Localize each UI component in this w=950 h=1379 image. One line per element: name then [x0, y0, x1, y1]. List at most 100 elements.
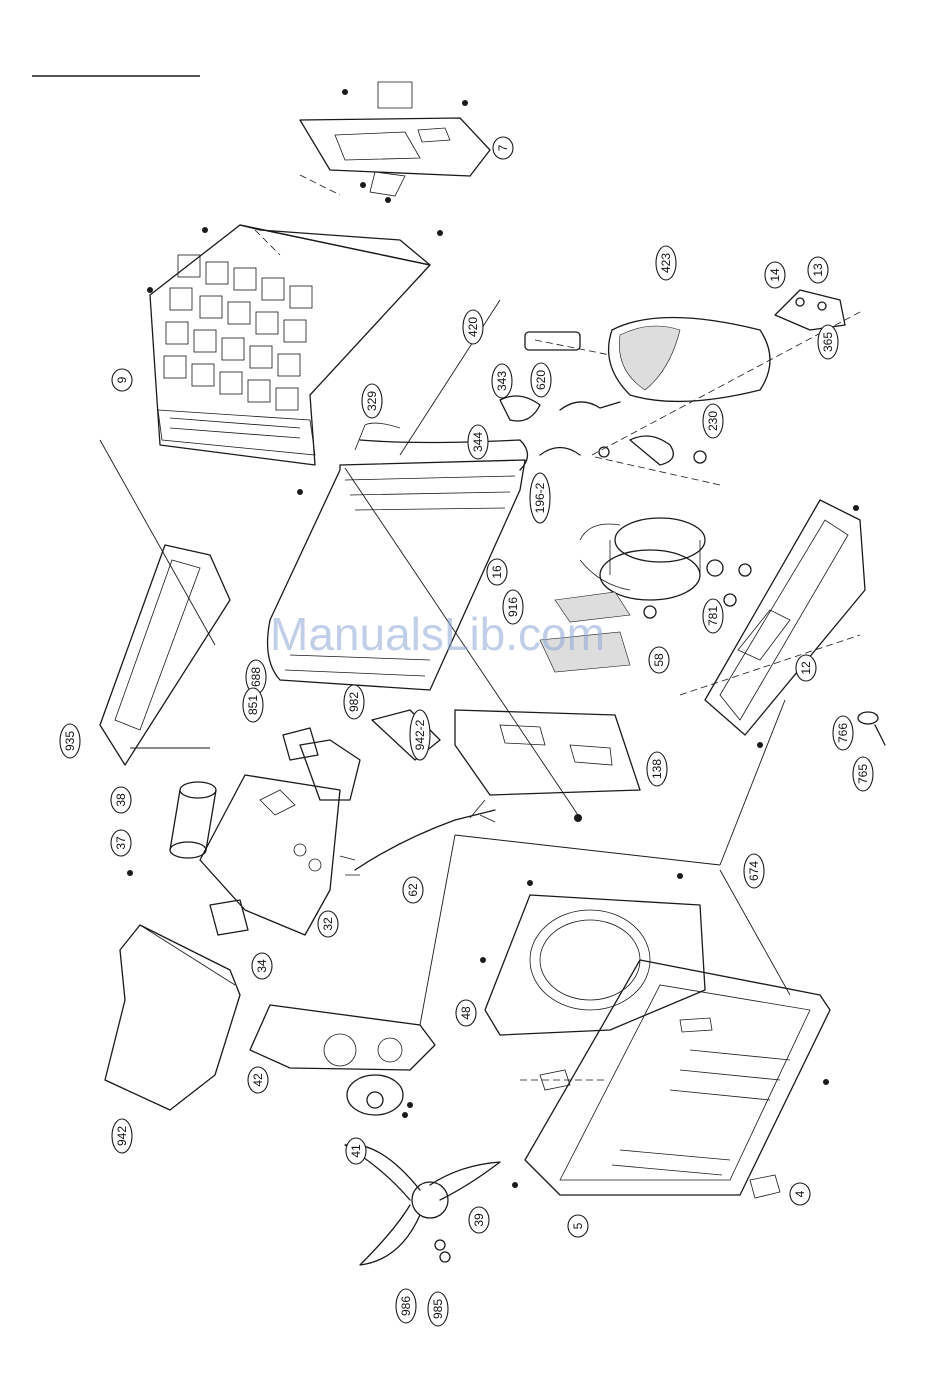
callout-765: 765: [853, 757, 873, 791]
callout-196-2: 196-2: [530, 473, 550, 523]
watermark: ManualsLib.com: [270, 608, 605, 660]
callout-label: 58: [652, 653, 666, 667]
callout-label: 423: [659, 253, 673, 273]
callout-13: 13: [808, 257, 828, 283]
callout-label: 935: [63, 731, 77, 751]
part-capacitor: [170, 782, 216, 858]
callout-7: 7: [493, 137, 513, 159]
callout-label: 674: [747, 861, 761, 881]
callout-label: 7: [496, 144, 510, 151]
callout-9: 9: [112, 369, 132, 391]
callout-38: 38: [111, 787, 131, 813]
callout-label: 765: [856, 764, 870, 784]
callout-48: 48: [456, 1000, 476, 1026]
part-fan-blade: [345, 1145, 500, 1265]
part-motor-bracket: [250, 1005, 435, 1070]
part-fan-motor: [347, 1075, 403, 1115]
part-partition-plate: [455, 710, 640, 795]
callout-label: 62: [406, 883, 420, 897]
part-terminal-bracket: [775, 290, 845, 330]
part-refrigerant-tubing: [500, 332, 706, 465]
callout-label: 196-2: [533, 482, 547, 513]
callout-label: 942-2: [413, 719, 427, 750]
callout-label: 916: [506, 597, 520, 617]
part-control-box-cover: [105, 925, 240, 1110]
callout-label: 42: [251, 1073, 265, 1087]
part-knob: [858, 712, 885, 745]
callout-851: 851: [243, 688, 263, 722]
callout-label: 12: [799, 661, 813, 675]
callout-label: 38: [114, 793, 128, 807]
callout-label: 48: [459, 1006, 473, 1020]
callout-42: 42: [248, 1067, 268, 1093]
callout-620: 620: [531, 363, 551, 397]
part-air-filter: [100, 440, 230, 765]
callout-34: 34: [252, 953, 272, 979]
callout-label: 329: [365, 391, 379, 411]
callout-label: 4: [793, 1190, 807, 1197]
callout-label: 781: [706, 606, 720, 626]
callout-985: 985: [428, 1292, 448, 1326]
callout-935: 935: [60, 724, 80, 758]
callout-39: 39: [469, 1207, 489, 1233]
callout-label: 41: [349, 1144, 363, 1158]
callout-781: 781: [703, 599, 723, 633]
callout-5: 5: [568, 1215, 588, 1237]
callout-label: 365: [821, 332, 835, 352]
callout-label: 230: [706, 411, 720, 431]
callout-14: 14: [765, 262, 785, 288]
callout-766: 766: [833, 716, 853, 750]
callout-label: 986: [399, 1296, 413, 1316]
callout-label: 985: [431, 1299, 445, 1319]
part-cabinet-frame: [150, 225, 430, 465]
callout-4: 4: [790, 1183, 810, 1205]
callout-label: 420: [466, 317, 480, 337]
callout-916: 916: [503, 590, 523, 624]
callout-37: 37: [111, 830, 131, 856]
callout-label: 344: [471, 432, 485, 452]
callout-label: 138: [650, 759, 664, 779]
callout-label: 13: [811, 263, 825, 277]
callout-label: 982: [347, 692, 361, 712]
callout-942-2: 942-2: [410, 710, 430, 760]
callout-label: 32: [321, 917, 335, 931]
callout-label: 343: [495, 371, 509, 391]
callout-344: 344: [468, 425, 488, 459]
callout-343: 343: [492, 364, 512, 398]
callout-423: 423: [656, 246, 676, 280]
part-insulation-cover: [609, 318, 770, 402]
callout-16: 16: [487, 559, 507, 585]
callout-label: 16: [490, 565, 504, 579]
part-terminal-block: [210, 728, 318, 935]
callout-230: 230: [703, 404, 723, 438]
callout-label: 620: [534, 370, 548, 390]
callout-420: 420: [463, 310, 483, 344]
callout-label: 37: [114, 836, 128, 850]
part-wire-harness: [340, 800, 495, 875]
callout-label: 688: [249, 667, 263, 687]
callout-label: 942: [115, 1126, 129, 1146]
callout-329: 329: [362, 384, 382, 418]
callout-12: 12: [796, 655, 816, 681]
callout-label: 851: [246, 695, 260, 715]
callout-label: 34: [255, 959, 269, 973]
part-top-cover: [300, 82, 490, 196]
callout-365: 365: [818, 325, 838, 359]
callout-41: 41: [346, 1138, 366, 1164]
callout-138: 138: [647, 752, 667, 786]
callout-986: 986: [396, 1289, 416, 1323]
callout-674: 674: [744, 854, 764, 888]
callout-58: 58: [649, 647, 669, 673]
callout-32: 32: [318, 911, 338, 937]
part-fan-shroud: [485, 895, 705, 1035]
callout-label: 5: [571, 1222, 585, 1229]
callout-982: 982: [344, 685, 364, 719]
callout-label: 14: [768, 268, 782, 282]
callout-label: 9: [115, 376, 129, 383]
callout-62: 62: [403, 877, 423, 903]
callout-942: 942: [112, 1119, 132, 1153]
callout-label: 766: [836, 723, 850, 743]
callout-label: 39: [472, 1213, 486, 1227]
